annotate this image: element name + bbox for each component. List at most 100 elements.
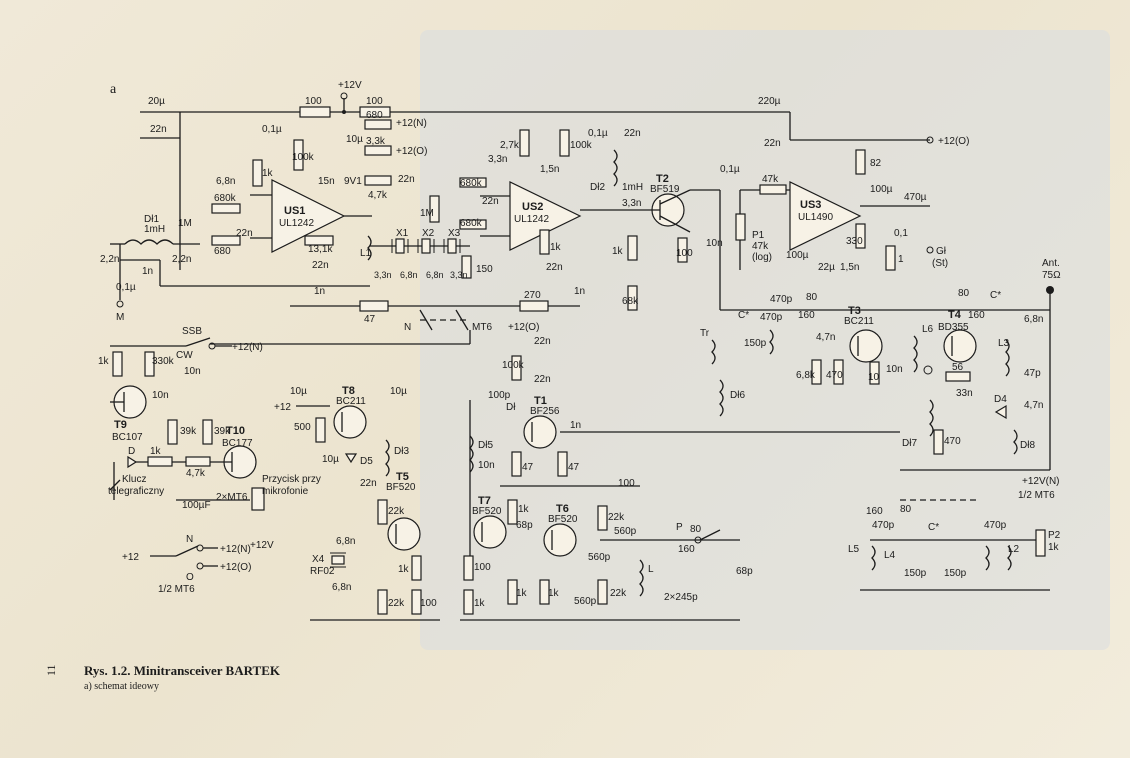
c-star-rf: C* — [738, 310, 749, 321]
c-100-t6: 560p — [614, 526, 637, 537]
inductor-l3: L3 — [998, 338, 1010, 349]
c-10n-t9b: 10n — [152, 390, 169, 401]
pcb-ghost-background — [420, 30, 1110, 650]
sw-ssb: SSB — [182, 326, 202, 337]
p1-law: (log) — [752, 252, 772, 263]
rf-section — [711, 286, 1054, 471]
c-33n-pa: 33n — [956, 388, 973, 399]
inductor-l4: L4 — [884, 550, 896, 561]
r-100-t5: 100 — [420, 598, 437, 609]
r-22k-t7b: 1k — [516, 588, 528, 599]
antenna-z: 75Ω — [1042, 270, 1061, 281]
sw-mt6-mid: MT6 — [472, 322, 492, 333]
c-150p-bf-a: 150p — [904, 568, 927, 579]
mic-label: M — [116, 312, 124, 323]
t8-type: BC211 — [336, 396, 366, 407]
t3-type: BC211 — [844, 316, 874, 327]
r-680-us1b: 680 — [214, 246, 231, 257]
c-15n-us3: 1,5n — [840, 262, 859, 273]
r-47-t1: 100k — [502, 360, 525, 371]
c-star-bf: C* — [928, 522, 939, 533]
r-470-pa: 470 — [944, 436, 961, 447]
r-100-t2: 100 — [676, 248, 693, 259]
c-22n-us3a: 22n — [764, 138, 781, 149]
r-22k-t7a: 1k — [518, 504, 530, 515]
mode-switch-bus — [210, 300, 580, 345]
r-47k-us3: 47k — [762, 174, 779, 185]
xtal-x4: X4 — [312, 554, 325, 565]
choke-dl6: Dł6 — [730, 390, 745, 401]
t6-type: BF520 — [548, 514, 578, 525]
choke-dl2: Dł2 — [590, 182, 605, 193]
r-22k-t6b: 22k — [610, 588, 627, 599]
t2-ref: T2 — [656, 173, 669, 185]
choke-dl2-val: 1mH — [622, 182, 643, 193]
r-1k-t5: 1k — [398, 564, 410, 575]
r-100k-us2: 100k — [570, 140, 593, 151]
c-470p-rf2: 470p — [770, 294, 793, 305]
t5-ref: T5 — [396, 471, 409, 483]
c-100u-us3b: 100µ — [786, 250, 809, 261]
r-470-rf: 470 — [826, 370, 843, 381]
diode-d: D — [128, 446, 135, 457]
c-150p-rf: 150p — [744, 338, 767, 349]
c-68p-t7: 68p — [516, 520, 533, 531]
c-10n-t9a: 10n — [184, 366, 201, 377]
r-10-rf: 10 — [868, 372, 880, 383]
r-1k-us1: 1k — [262, 168, 274, 179]
cw-keyer — [109, 337, 265, 511]
rail-12-osc: +12 — [274, 402, 291, 413]
sw-o-pwr: O — [186, 572, 194, 583]
us1-ref: US1 — [284, 205, 305, 217]
c-47n-pa: 4,7n — [1024, 400, 1043, 411]
r-100-t7: 1k — [474, 598, 486, 609]
r-500: 500 — [294, 422, 311, 433]
c-560p-b: 560p — [574, 596, 597, 607]
r-1k-us2: 1k — [550, 242, 562, 253]
rail-12o-us3: +12(O) — [938, 136, 969, 147]
c-68n-xf-b: 6,8n — [426, 270, 444, 280]
r-4k7-label: 4,7k — [368, 190, 388, 201]
c-22n-us1c: 22n — [312, 260, 329, 271]
p-switch: P — [676, 522, 683, 533]
r-1m-us1: 1M — [178, 218, 192, 229]
c-01u-us2: 0,1µ — [588, 128, 608, 139]
c-68n-us1: 6,8n — [216, 176, 235, 187]
us3-type: UL1490 — [798, 212, 833, 223]
r-27k-us2: 2,7k — [500, 140, 520, 151]
rail-12vn-ctl: +12V(N) — [1022, 476, 1060, 487]
c-1n-bus-b: 1n — [574, 286, 585, 297]
r-39k-b: 39k — [214, 426, 231, 437]
c-22n-us2a: 22n — [482, 196, 499, 207]
t1-ref: T1 — [534, 395, 547, 407]
t4-type: BD355 — [938, 322, 969, 333]
r-1k-t2: 1k — [612, 246, 624, 257]
sw-n-pwr: N — [186, 534, 193, 545]
diode-9v1: D5 — [360, 456, 373, 467]
c-10n-rf: 10n — [886, 364, 903, 375]
r-1k-t6: 1k — [548, 588, 560, 599]
c-01u-us3: 0,1µ — [720, 164, 740, 175]
r-150-xf: 150 — [476, 264, 493, 275]
band-filter — [860, 499, 1050, 591]
c-15n-us2: 1,5n — [540, 164, 559, 175]
p1-value: 47k — [752, 241, 769, 252]
r-680k-us2b: 680k — [460, 218, 483, 229]
carrier-oscillator — [296, 405, 440, 621]
c-68n-xf-a: 6,8n — [400, 270, 418, 280]
c-22n-t1b: 22n — [534, 374, 551, 385]
stage-t7-t6 — [460, 485, 740, 621]
choke-dl3: Dł3 — [394, 446, 409, 457]
us3-ref: US3 — [800, 199, 821, 211]
t10-ref: T10 — [226, 425, 245, 437]
power-selector — [150, 544, 218, 570]
xtal-x2: X2 — [422, 228, 435, 239]
r-1k-t7: 100 — [474, 562, 491, 573]
r-22k-t5b: 22k — [388, 598, 405, 609]
c-star-pa: C* — [990, 290, 1001, 301]
r-47k-t10: 4,7k — [186, 468, 206, 479]
inductor-l2: L2 — [1008, 544, 1020, 555]
us2-type: UL1242 — [514, 214, 549, 225]
c-68n-pa: 6,8n — [1024, 314, 1043, 325]
r-270-t1: 47 — [522, 462, 534, 473]
